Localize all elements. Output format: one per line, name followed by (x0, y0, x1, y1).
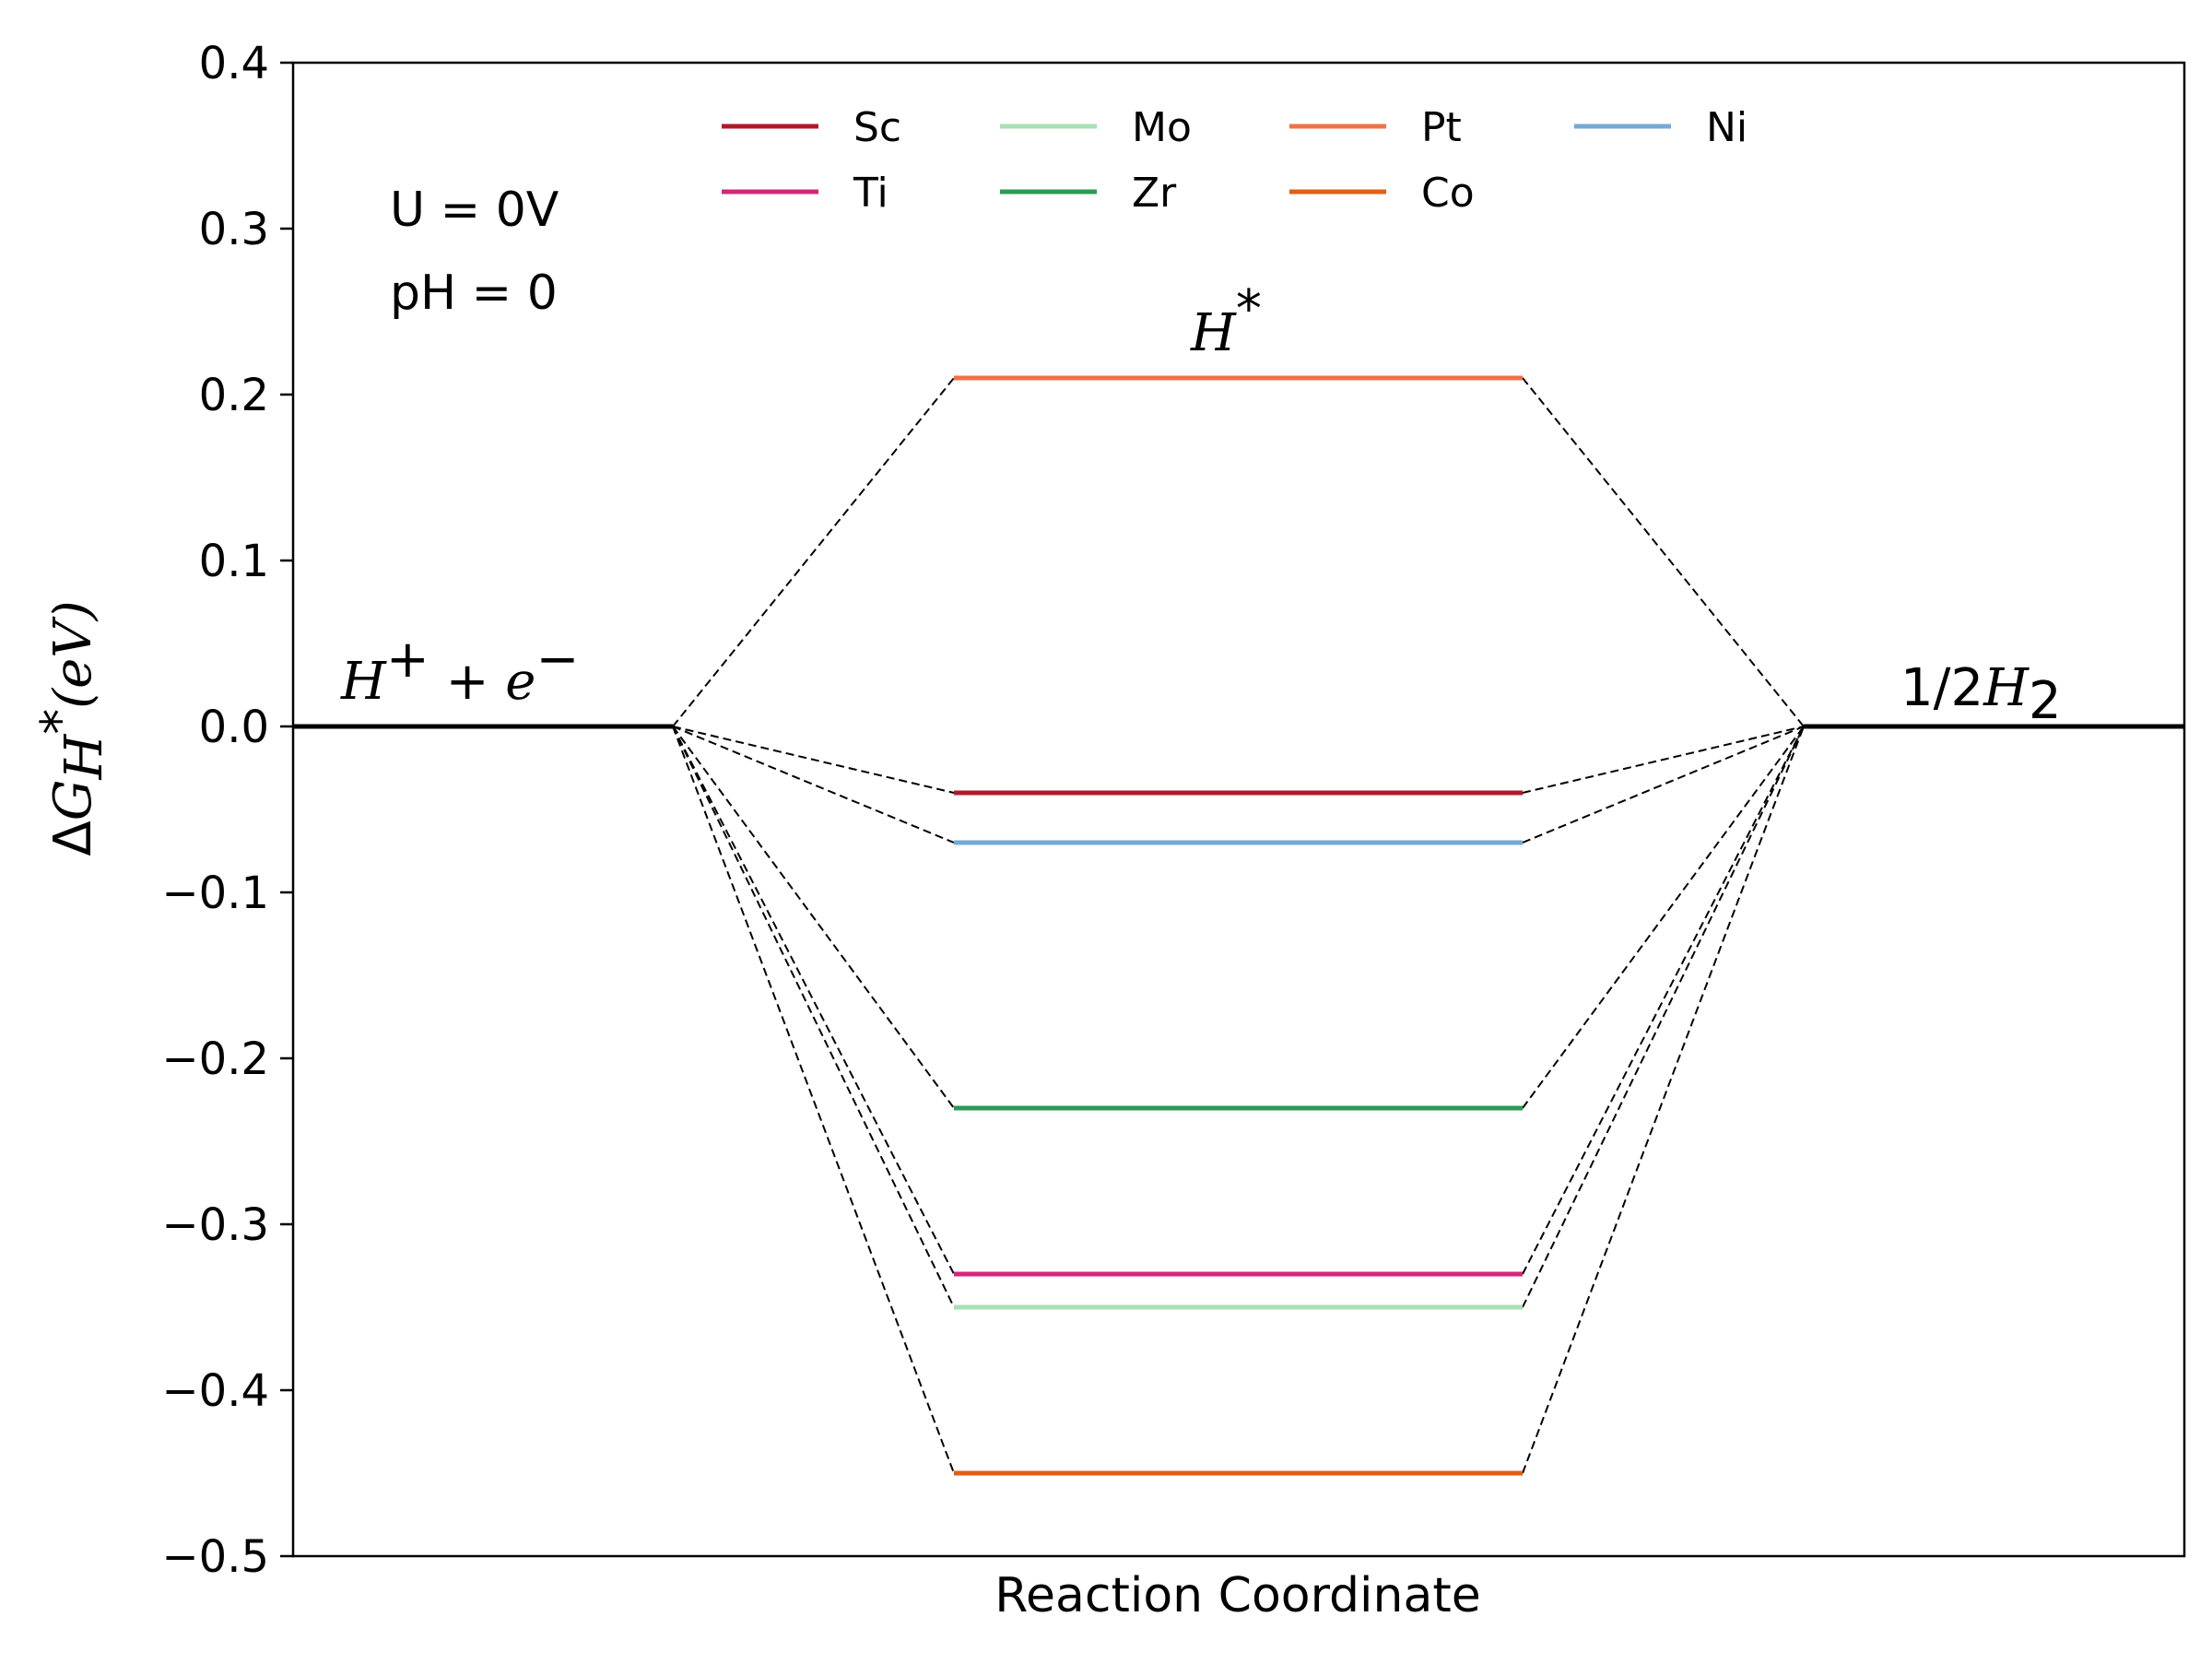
connector-left-pt (672, 377, 955, 727)
connector-right-ti (1522, 726, 1805, 1275)
connector-right-mo (1522, 726, 1805, 1308)
legend-label-mo: Mo (1132, 104, 1192, 151)
intermediate-label-h: H (1190, 303, 1237, 363)
y-tick-label: 0.1 (199, 536, 269, 587)
initial-label-plus-sup: + (386, 630, 429, 690)
connector-left-mo (672, 726, 955, 1308)
y-tick-label: 0.0 (199, 702, 269, 753)
potential-annotation: U = 0V (390, 183, 559, 238)
intermediate-label-star: * (1236, 279, 1262, 339)
ylabel-sup-star: * (30, 709, 90, 735)
y-tick-label: −0.5 (161, 1531, 269, 1583)
ylabel-sub-h: H (54, 734, 114, 781)
connector-right-pt (1522, 377, 1805, 727)
connector-right-sc (1522, 726, 1805, 794)
x-axis-title: Reaction Coordinate (994, 1568, 1480, 1623)
connector-left-zr (672, 726, 955, 1109)
ylabel-g: G (43, 780, 103, 821)
legend-label-pt: Pt (1421, 104, 1462, 151)
connector-left-sc (672, 726, 955, 794)
legend-label-ti: Ti (853, 170, 888, 217)
ph-annotation: pH = 0 (390, 266, 558, 321)
y-tick-label: 0.3 (199, 204, 269, 255)
ylabel-unit: (eV) (43, 600, 103, 708)
plot-layer (293, 375, 2184, 1476)
legend-label-co: Co (1421, 170, 1475, 217)
legend-label-zr: Zr (1132, 170, 1177, 217)
connector-left-co (672, 726, 955, 1474)
y-tick-label: −0.1 (161, 867, 269, 919)
y-tick-label: −0.2 (161, 1033, 269, 1085)
initial-state-label: H+ + e− (340, 630, 579, 712)
final-label-sub2: 2 (2029, 671, 2062, 731)
initial-label-minus-sup: − (535, 630, 579, 690)
ylabel-delta: Δ (43, 820, 103, 856)
y-tick-label: −0.4 (161, 1365, 269, 1417)
y-tick-label: 0.2 (199, 370, 269, 421)
connector-right-co (1522, 726, 1805, 1474)
final-label-half: 1/2 (1900, 658, 1983, 718)
axis-layer: 0.4 0.3 0.2 0.1 0.0 −0.1 −0.2 −0.3 −0.4 −0.5 (161, 38, 2186, 1583)
initial-label-e: e (505, 652, 535, 712)
legend-label-sc: Sc (853, 104, 901, 151)
connector-left-ti (672, 726, 955, 1275)
connector-right-zr (1522, 726, 1805, 1109)
intermediate-state-label: H* (1190, 279, 1262, 363)
final-label-h: H (1983, 658, 2030, 718)
initial-label-h: H (340, 652, 387, 712)
final-state-label: 1/2H2 (1900, 658, 2062, 731)
legend-label-ni: Ni (1706, 104, 1747, 151)
plot-frame (291, 61, 2186, 1558)
initial-label-plus: + (429, 652, 506, 712)
y-tick-label: 0.4 (199, 38, 269, 89)
y-axis-title: ΔGH*(eV) (30, 600, 114, 856)
y-tick-label: −0.3 (161, 1199, 269, 1251)
